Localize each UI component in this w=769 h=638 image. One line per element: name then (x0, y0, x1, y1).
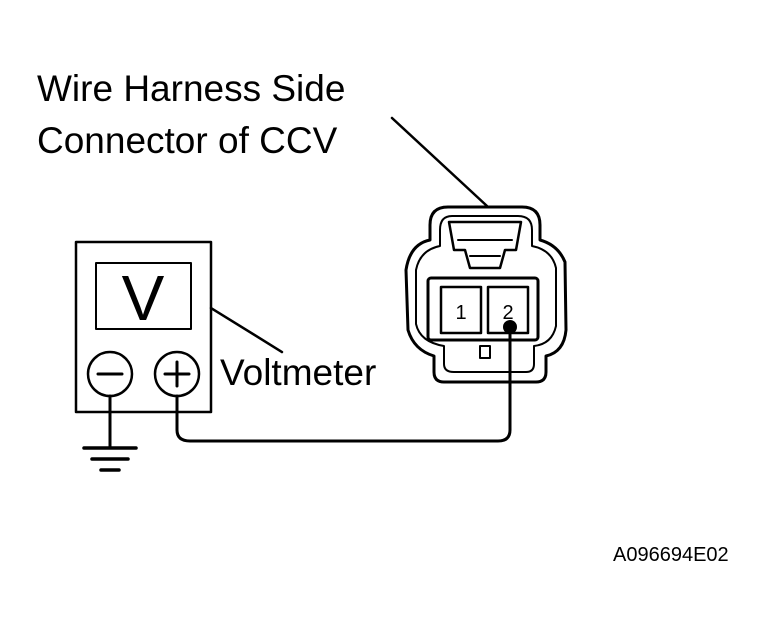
connector-label-line-1: Wire Harness Side (37, 68, 346, 109)
connector-housing-inner (415, 215, 557, 373)
terminal-cavity-frame (426, 276, 540, 342)
voltmeter-body (74, 240, 213, 414)
figure-id: A096694E02 (613, 544, 729, 566)
voltmeter-leader-line (209, 306, 284, 354)
wire-harness-connector (404, 205, 568, 384)
connector-housing-outer (404, 205, 568, 384)
connector-leader-line (390, 116, 489, 208)
locking-lever (447, 220, 523, 270)
connector-label-line-2: Connector of CCV (37, 120, 338, 161)
connector-bottom-tab (479, 345, 491, 359)
voltmeter-display (95, 262, 192, 330)
probe-contact-point (503, 320, 517, 334)
ground-icon (82, 446, 138, 472)
voltmeter-symbol: V (122, 262, 165, 334)
terminal-number-2: 2 (502, 302, 513, 324)
terminal-cell-1 (439, 285, 483, 335)
test-lead-wire (175, 325, 512, 443)
voltmeter-label: Voltmeter (220, 352, 377, 393)
terminal-number-1: 1 (455, 302, 466, 324)
